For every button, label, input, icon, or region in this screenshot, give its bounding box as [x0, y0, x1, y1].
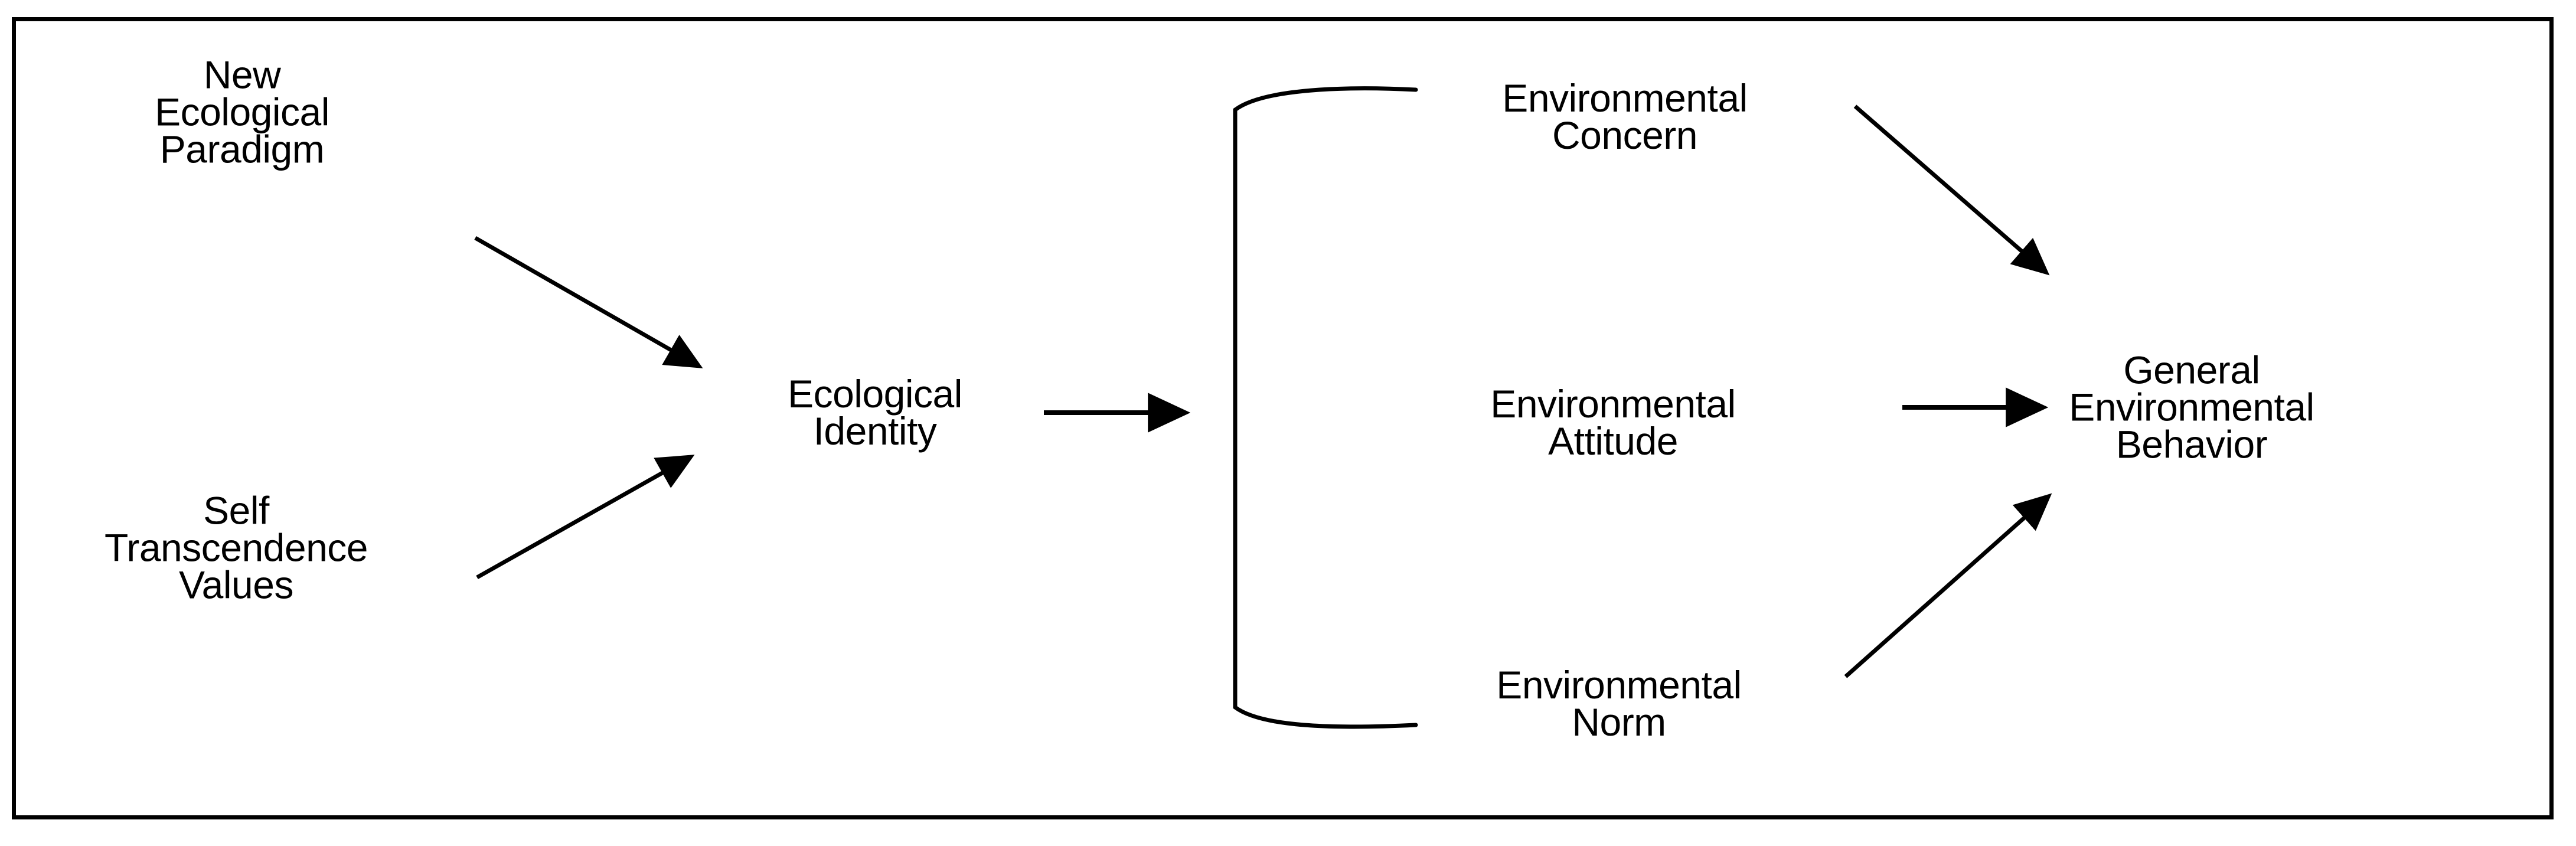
node-ecological-identity: Ecological Identity — [788, 372, 962, 453]
node-general-environmental-behavior: General Environmental Behavior — [2069, 348, 2314, 466]
node-line: General — [2123, 348, 2260, 392]
node-line: Values — [179, 563, 293, 607]
node-line: Concern — [1552, 113, 1697, 157]
node-line: Self — [203, 488, 269, 533]
node-line: Environmental — [1496, 663, 1742, 707]
node-line: Environmental — [1490, 382, 1736, 426]
node-line: Norm — [1572, 700, 1666, 744]
node-line: Ecological — [155, 90, 329, 134]
node-line: Transcendence — [105, 525, 368, 570]
diagram-border — [12, 17, 2554, 819]
node-new-ecological-paradigm: New Ecological Paradigm — [155, 53, 329, 171]
node-line: Behavior — [2115, 422, 2268, 466]
node-line: Ecological — [788, 372, 962, 416]
node-line: Environmental — [1502, 76, 1748, 120]
node-line: Identity — [813, 409, 937, 453]
node-line: Environmental — [2069, 385, 2314, 429]
node-line: Attitude — [1548, 419, 1678, 463]
node-environmental-attitude: Environmental Attitude — [1490, 382, 1736, 463]
node-environmental-norm: Environmental Norm — [1496, 663, 1742, 744]
node-environmental-concern: Environmental Concern — [1502, 76, 1748, 157]
node-line: New — [203, 53, 281, 97]
node-line: Paradigm — [159, 127, 325, 171]
node-self-transcendence-values: Self Transcendence Values — [105, 488, 368, 607]
